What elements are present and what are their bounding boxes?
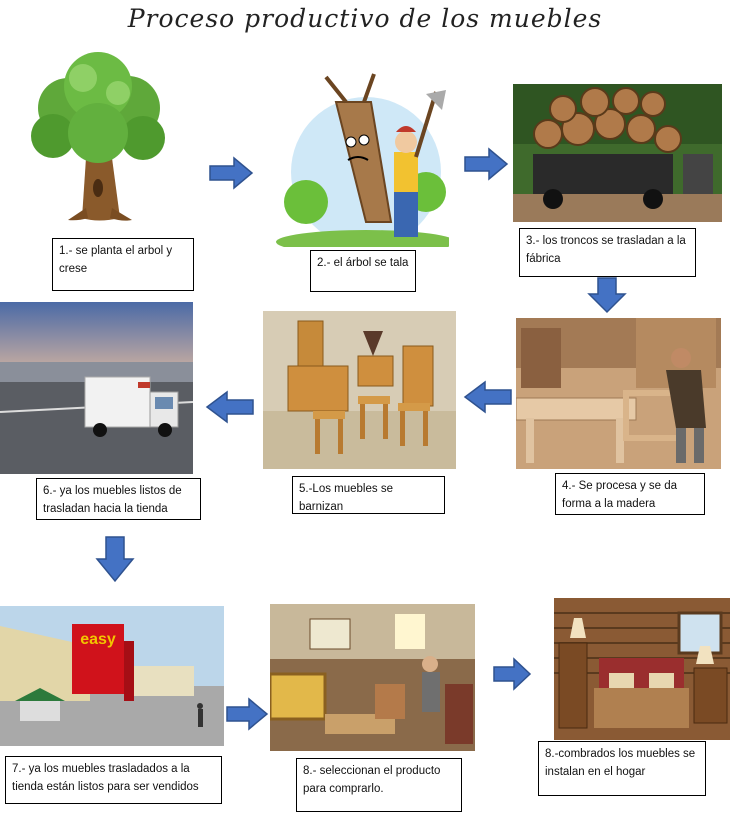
step-1-caption: 1.- se planta el arbol y crese [52,238,194,291]
varnished-furniture-image [263,311,456,469]
step-9-caption: 8.-combrados los muebles se instalan en … [538,741,706,796]
delivery-truck-image [0,302,193,474]
arrow-right-2 [463,147,509,181]
step-8-caption: 8.- seleccionan el producto para comprar… [296,758,462,812]
arrow-right-1 [208,156,254,190]
step-4-caption: 4.- Se procesa y se da forma a la madera [555,473,705,515]
arrow-right-4 [492,657,532,691]
page-title: Proceso productivo de los muebles [127,4,603,33]
step-2-caption: 2.- el árbol se tala [310,250,416,292]
arrow-right-3 [225,697,269,731]
store-image: easy [0,606,224,746]
workshop-image [516,318,721,469]
arrow-down-1 [587,276,627,314]
showroom-image [270,604,475,751]
store-sign: easy [80,631,116,648]
arrow-left-2 [205,390,255,424]
lumberjack-image [276,72,449,247]
step-3-caption: 3.- los troncos se trasladan a la fábric… [519,228,696,277]
bedroom-image [554,598,730,740]
step-5-caption: 5.-Los muebles se barnizan [292,476,445,514]
tree-image [28,48,168,223]
log-truck-image [513,84,722,222]
step-7-caption: 7.- ya los muebles trasladados a la tien… [5,756,222,804]
arrow-left-1 [463,380,513,414]
arrow-down-2 [95,535,135,583]
step-6-caption: 6.- ya los muebles listos de trasladan h… [36,478,201,520]
